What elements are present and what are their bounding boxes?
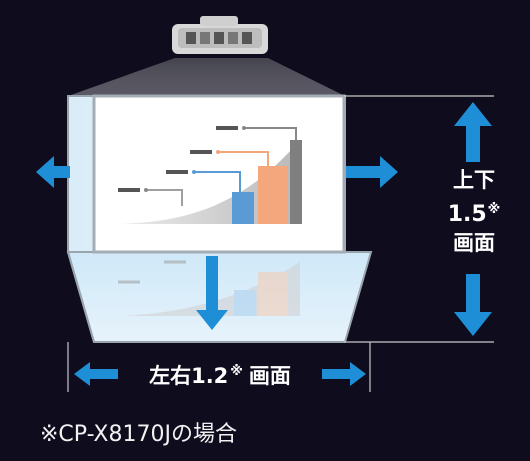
vertical-shift-mark: ※ bbox=[487, 202, 501, 217]
chart-bar-gray bbox=[290, 140, 302, 224]
vertical-shift-direction: 上下 bbox=[453, 168, 495, 192]
horizontal-shift-unit: 画面 bbox=[248, 364, 291, 388]
vertical-shift-area bbox=[66, 251, 373, 343]
arrow-down-icon bbox=[454, 274, 492, 336]
vertical-shift-unit: 画面 bbox=[453, 231, 495, 255]
shifted-image-ghost bbox=[118, 260, 300, 316]
vertical-shift-value: 1.5 bbox=[447, 202, 487, 227]
arrow-right-icon bbox=[322, 362, 366, 386]
arrow-left-icon bbox=[74, 362, 118, 386]
projector-icon bbox=[172, 16, 268, 54]
chart-area-curve bbox=[118, 140, 300, 224]
horizontal-shift-value: 左右1.2 bbox=[149, 364, 229, 388]
model-footnote: ※CP-X8170Jの場合 bbox=[40, 422, 237, 447]
vertical-shift-label: 上下 1.5※ 画面 bbox=[436, 166, 512, 258]
arrow-up-icon bbox=[454, 102, 492, 162]
projection-beam bbox=[68, 58, 345, 96]
arrow-right-icon bbox=[346, 156, 398, 188]
arrow-left-icon bbox=[36, 156, 70, 188]
arrow-down-icon bbox=[196, 256, 228, 330]
horizontal-shift-label: 左右1.2※ 画面 bbox=[70, 357, 370, 391]
horizontal-shift-mark: ※ bbox=[230, 364, 243, 379]
projected-screen bbox=[92, 94, 346, 254]
chart-bar-blue bbox=[232, 192, 254, 224]
chart-bar-orange bbox=[258, 166, 288, 224]
